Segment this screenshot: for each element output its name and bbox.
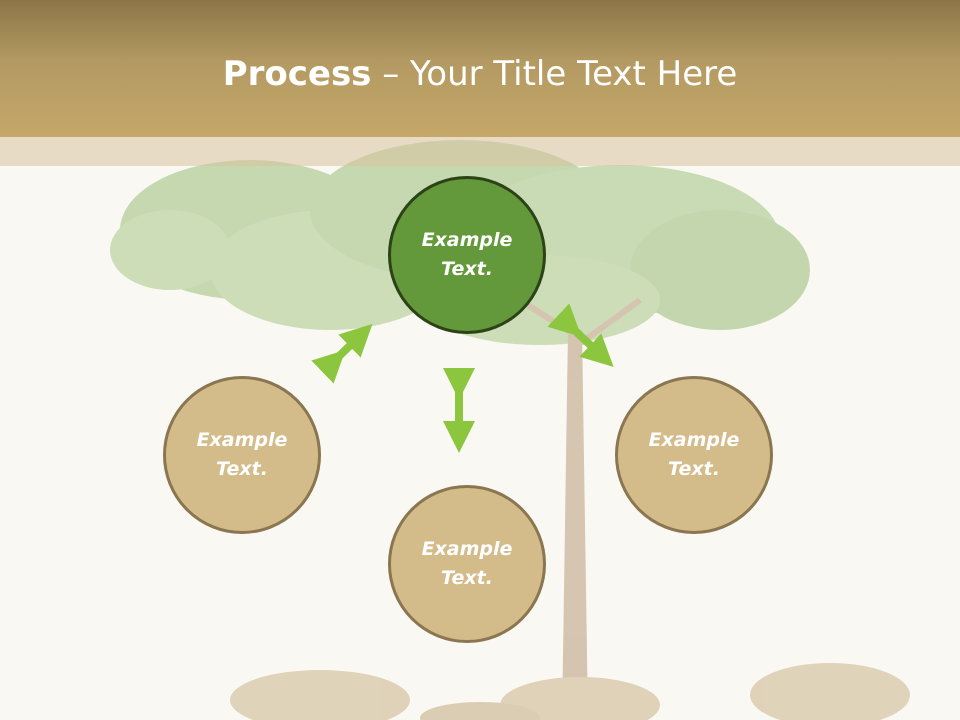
bottom-node[interactable]: Example Text. — [388, 485, 546, 643]
left-node-label: Example Text. — [196, 429, 288, 480]
title-bar — [0, 0, 960, 137]
title-bold: Process — [222, 54, 372, 94]
title-rest: – Your Title Text Here — [371, 54, 738, 94]
header-band — [0, 137, 960, 166]
left-node[interactable]: Example Text. — [163, 376, 321, 534]
right-node-label: Example Text. — [648, 429, 740, 480]
bottom-node-label: Example Text. — [421, 538, 513, 589]
right-node[interactable]: Example Text. — [615, 376, 773, 534]
center-node[interactable]: Example Text. — [388, 176, 546, 334]
slide-title: Process – Your Title Text Here — [0, 52, 960, 96]
center-node-label: Example Text. — [421, 229, 513, 280]
